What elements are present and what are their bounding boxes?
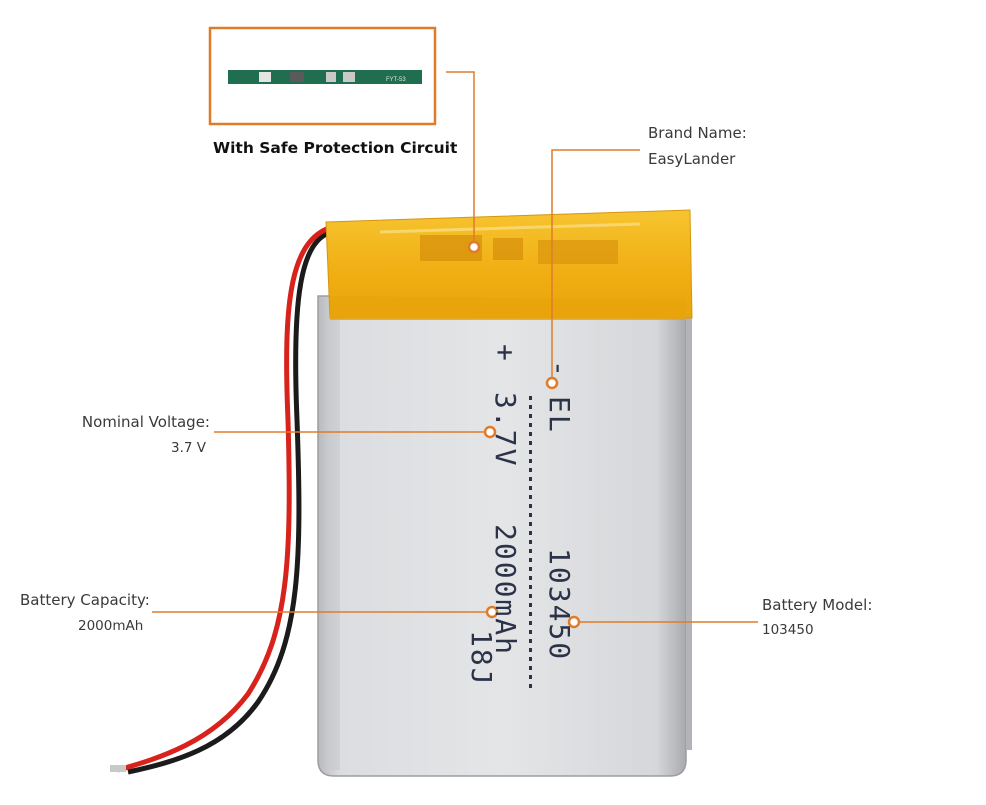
inset-caption: With Safe Protection Circuit <box>213 139 458 157</box>
print-logo: EL <box>543 396 576 434</box>
pcb-strip <box>228 70 422 84</box>
print-voltage: 3.7V <box>489 392 522 468</box>
print-plus: + <box>489 344 522 363</box>
voltage-dot <box>483 425 497 439</box>
model-heading: Battery Model: <box>762 596 873 614</box>
inset-leader <box>446 71 475 243</box>
callout-dots <box>467 240 581 629</box>
lead-wires <box>110 223 337 775</box>
print-code: 18J <box>465 630 498 687</box>
protection-circuit-inset: FYT-53 <box>208 26 437 126</box>
brand-heading: Brand Name: <box>648 124 747 142</box>
capacity-dot <box>485 605 499 619</box>
voltage-heading: Nominal Voltage: <box>81 413 210 431</box>
battery-cell <box>317 295 692 777</box>
model-dot <box>567 615 581 629</box>
print-minus: - <box>543 360 576 379</box>
printed-barcode <box>529 396 532 688</box>
brand-value: EasyLander <box>648 150 736 168</box>
inset-dot <box>467 240 481 254</box>
capacity-heading: Battery Capacity: <box>20 591 150 609</box>
print-model: 103450 <box>543 548 576 662</box>
capacity-value: 2000mAh <box>78 618 144 634</box>
brand-dot <box>545 376 559 390</box>
pcb-marking: FYT-53 <box>386 77 406 83</box>
callout-lines <box>152 71 758 623</box>
voltage-value: 3.7 V <box>171 440 206 456</box>
brand-leader <box>551 149 640 380</box>
kapton-tape <box>325 209 693 320</box>
model-value: 103450 <box>762 622 814 638</box>
